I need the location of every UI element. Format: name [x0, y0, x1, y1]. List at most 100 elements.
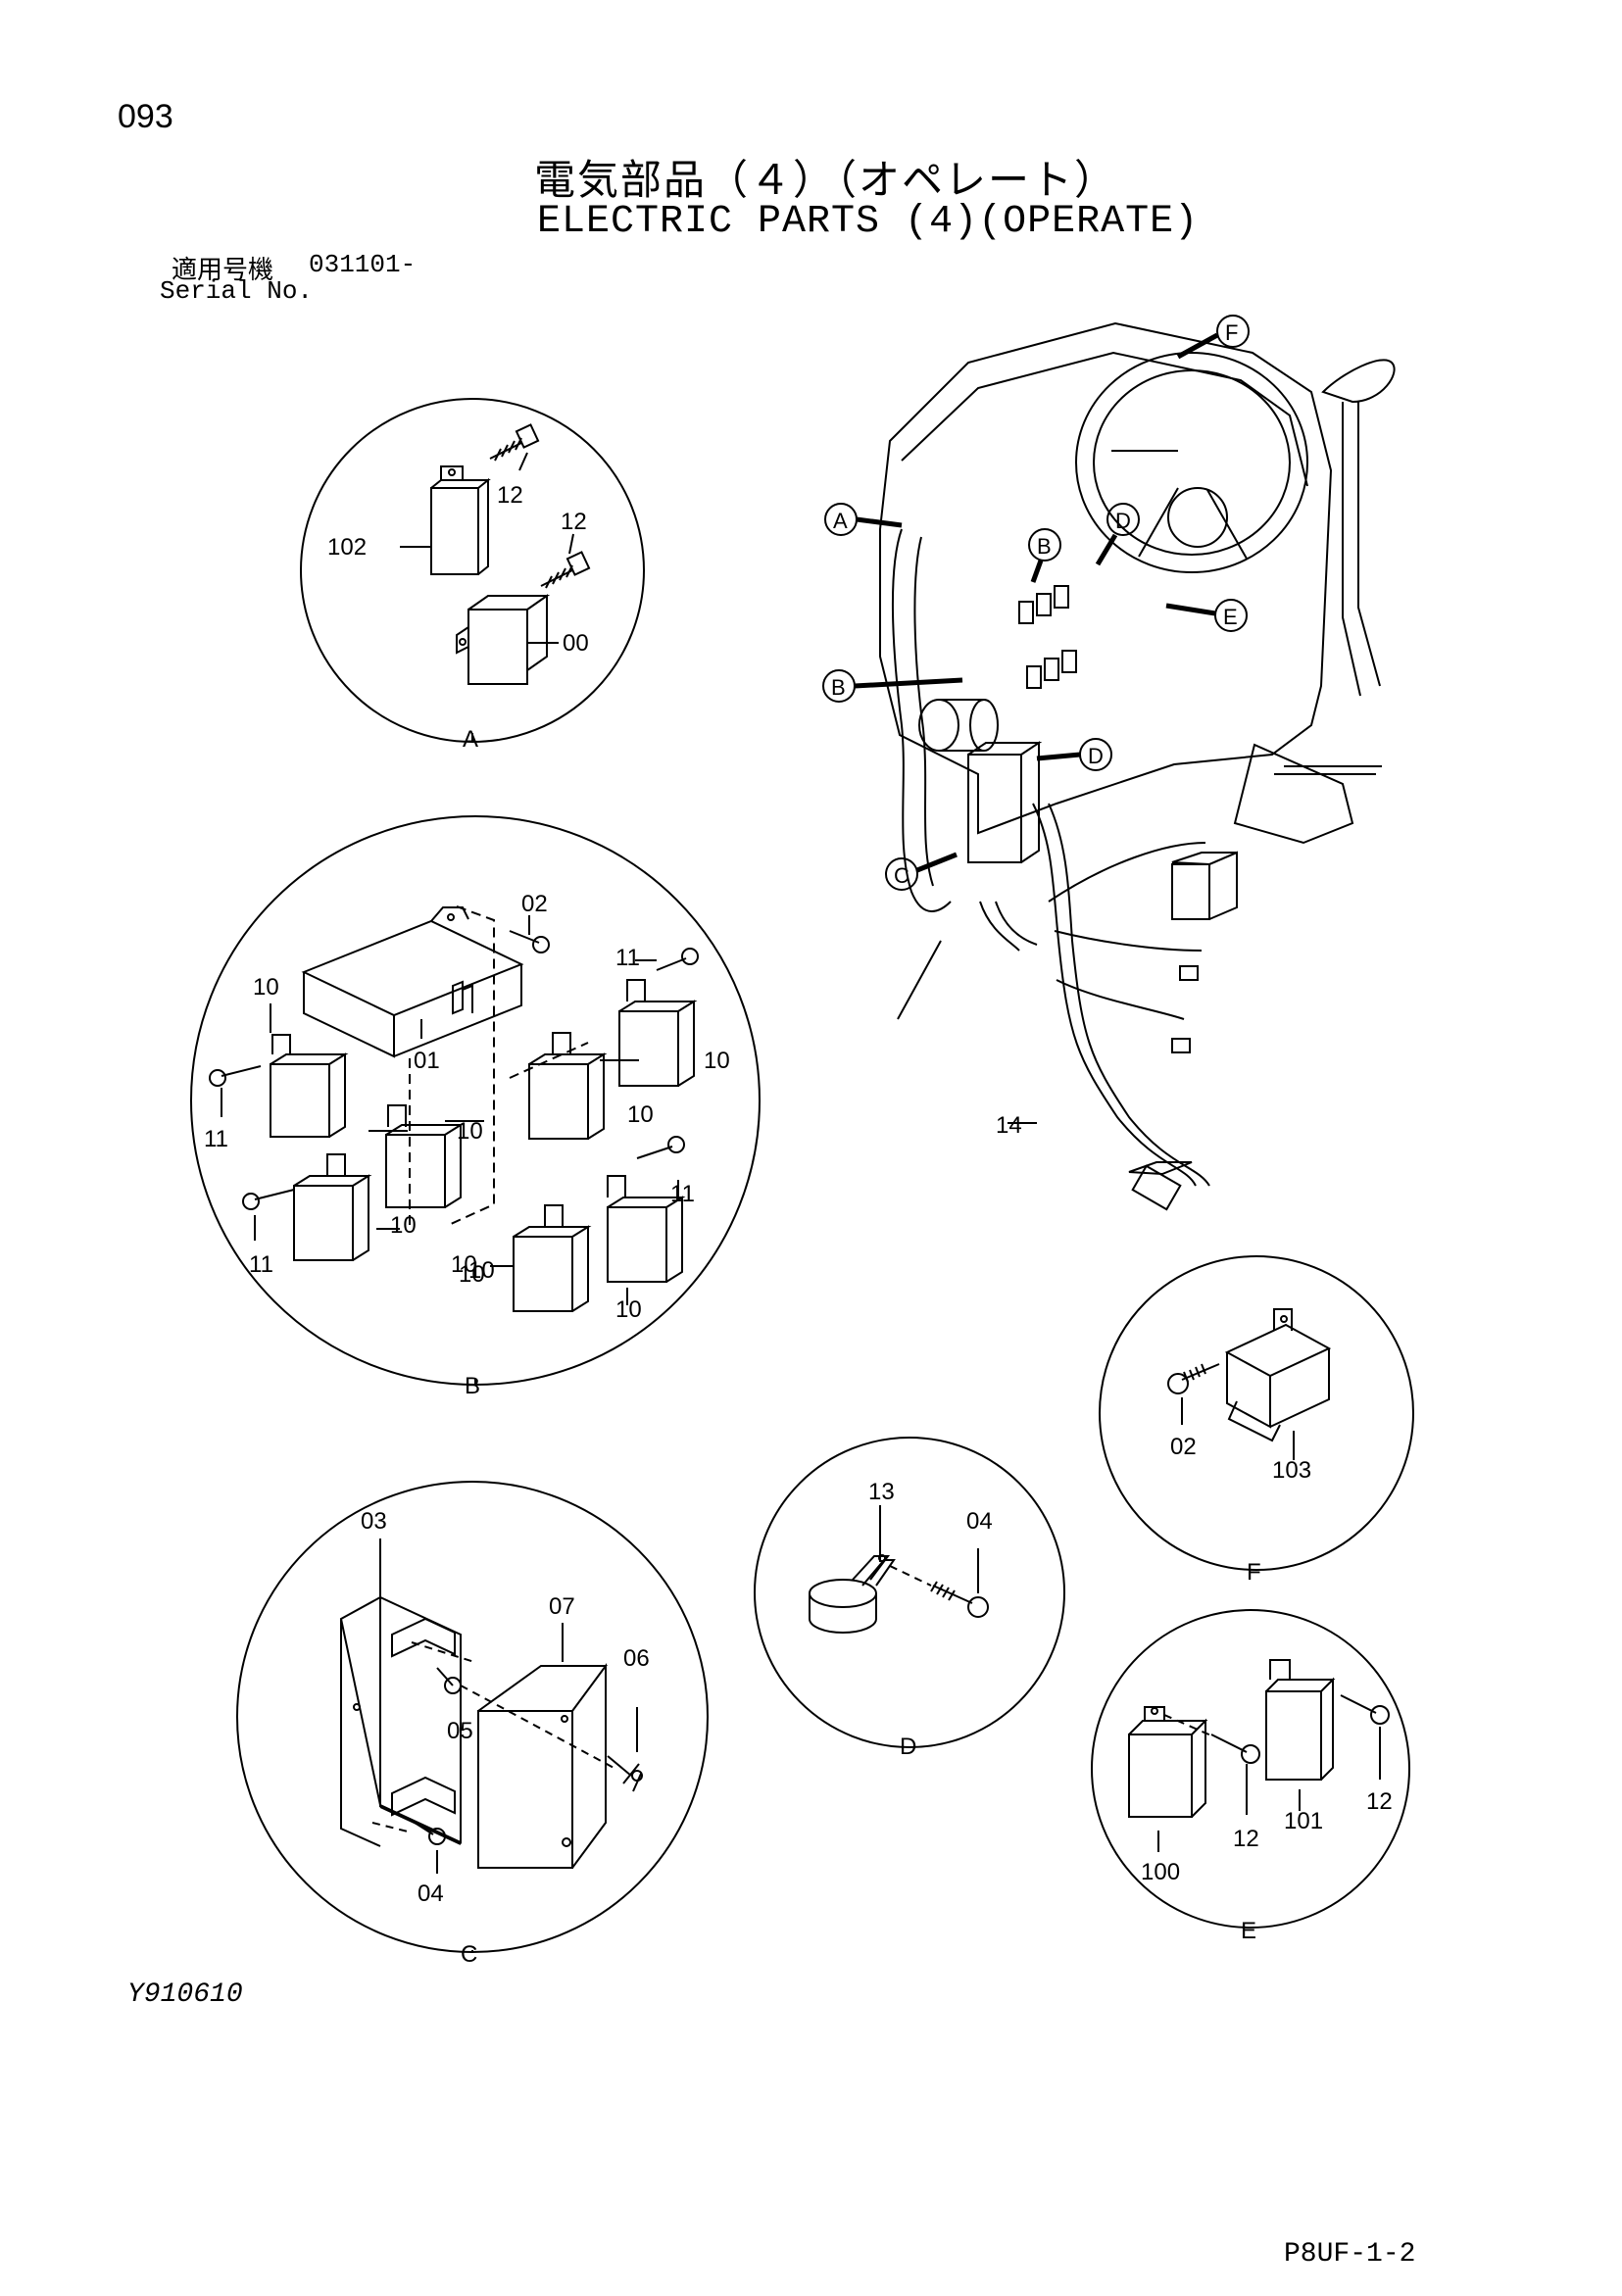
bolt-icon — [1210, 1734, 1260, 1764]
part-label: 10 — [627, 1101, 654, 1128]
part-label: 02 — [521, 891, 548, 917]
detail-view-a: 102 12 12 00 A — [300, 398, 645, 753]
part-label: 11 — [204, 1126, 228, 1152]
part-label: 11 — [615, 945, 640, 971]
bolt-icon — [242, 1189, 295, 1210]
part-label: 11 — [249, 1251, 273, 1278]
serial-number: 031101- — [309, 250, 417, 279]
relay-00 — [456, 594, 551, 685]
detail-circle-d — [754, 1437, 1065, 1748]
part-label: 10 — [615, 1296, 642, 1323]
svg-text:F: F — [1225, 320, 1238, 345]
part-label: 101 — [1284, 1808, 1323, 1834]
bolt-icon — [656, 948, 699, 971]
detail-view-d: 13 04 D — [754, 1437, 1065, 1760]
callout-c: C — [885, 852, 958, 891]
relay-100 — [1128, 1706, 1208, 1818]
bolt-icon — [411, 1820, 446, 1845]
part-label: 12 — [1366, 1788, 1393, 1815]
detail-circle-f — [1099, 1255, 1414, 1571]
part-label: 10 — [468, 1257, 495, 1284]
serial-label-english: Serial No. — [160, 276, 314, 306]
part-label-14: 14 — [996, 1112, 1022, 1139]
part-label: 10 — [704, 1048, 730, 1074]
bolt-icon — [540, 551, 591, 589]
relay-10 — [270, 1034, 349, 1138]
callout-b-top: B — [1028, 528, 1061, 583]
detail-view-b: 02 11 10 10 01 10 11 10 10 10 11 10 11 1… — [190, 815, 761, 1399]
svg-text:B: B — [831, 675, 846, 700]
part-label: 04 — [418, 1881, 444, 1907]
part-label: 05 — [447, 1718, 473, 1744]
bolt-icon — [509, 930, 550, 953]
svg-text:D: D — [1115, 509, 1131, 533]
bolt-icon — [1167, 1363, 1220, 1394]
callout-b-middle: B — [822, 669, 963, 703]
bracket-03 — [339, 1595, 462, 1847]
main-assembly-view: 14 F A D B E — [822, 315, 1396, 1211]
part-label: 03 — [361, 1508, 387, 1535]
bolt-icon — [436, 1667, 462, 1694]
part-label: 10 — [457, 1118, 483, 1145]
wing-bolt-icon — [607, 1755, 643, 1792]
svg-text:E: E — [1223, 605, 1238, 629]
detail-circle-b — [190, 815, 761, 1386]
detail-circle-a — [300, 398, 645, 743]
part-label: 100 — [1141, 1859, 1180, 1885]
callout-e: E — [1165, 599, 1248, 632]
cover-07 — [477, 1662, 608, 1869]
relay-102 — [430, 465, 491, 575]
part-label: 11 — [670, 1181, 695, 1207]
part-label: 02 — [1170, 1434, 1197, 1460]
part-label: 12 — [1233, 1826, 1259, 1852]
part-label: 12 — [561, 509, 587, 535]
callout-d-top: D — [1095, 503, 1140, 566]
relay-10 — [607, 1175, 686, 1283]
bolt-icon — [489, 423, 540, 462]
callout-f: F — [1176, 315, 1250, 360]
bolt-icon — [636, 1136, 685, 1159]
part-label: 00 — [563, 630, 589, 657]
svg-text:D: D — [1088, 744, 1104, 768]
bracket-01 — [301, 906, 524, 1058]
part-label: 10 — [253, 974, 279, 1001]
page-number: 093 — [118, 98, 173, 135]
svg-text:A: A — [833, 509, 848, 533]
detail-label-c: C — [461, 1941, 477, 1968]
part-label: 13 — [868, 1479, 895, 1505]
bolt-icon — [209, 1065, 262, 1087]
clamp-13 — [809, 1554, 896, 1634]
detail-label-e: E — [1241, 1918, 1256, 1944]
page-title-japanese: 電気部品（４）（オペレート） — [534, 156, 1118, 204]
detail-label-f: F — [1247, 1559, 1261, 1586]
page-code: P8UF-1-2 — [1284, 2239, 1416, 2270]
bolt-icon — [930, 1581, 989, 1618]
detail-label-b: B — [465, 1373, 480, 1399]
figure-code: Y910610 — [127, 1979, 243, 2010]
relay-10 — [618, 979, 698, 1087]
relay-10 — [528, 1032, 608, 1140]
relay-10 — [513, 1204, 592, 1312]
part-label: 12 — [497, 482, 523, 509]
part-label: 103 — [1272, 1457, 1311, 1484]
callout-d-middle: D — [1036, 738, 1112, 771]
svg-text:B: B — [1037, 534, 1052, 559]
detail-view-c: 03 07 06 05 04 C — [236, 1481, 709, 1968]
part-label: 04 — [966, 1508, 993, 1535]
detail-label-a: A — [463, 726, 478, 753]
part-label: 10 — [459, 1261, 485, 1288]
svg-text:C: C — [894, 863, 909, 888]
part-label: 07 — [549, 1593, 575, 1620]
relay-101 — [1265, 1659, 1336, 1781]
serial-label-japanese: 適用号機 — [172, 256, 274, 285]
part-label: 01 — [414, 1048, 440, 1074]
part-label: 10 — [451, 1251, 477, 1278]
detail-label-d: D — [900, 1734, 916, 1760]
detail-circle-e — [1091, 1609, 1410, 1929]
page-title-english: ELECTRIC PARTS (4)(OPERATE) — [537, 200, 1200, 244]
part-label: 102 — [327, 534, 367, 561]
relay-103 — [1224, 1308, 1332, 1442]
detail-view-e: 12 100 101 12 E — [1091, 1609, 1410, 1944]
part-label: 10 — [390, 1212, 417, 1239]
